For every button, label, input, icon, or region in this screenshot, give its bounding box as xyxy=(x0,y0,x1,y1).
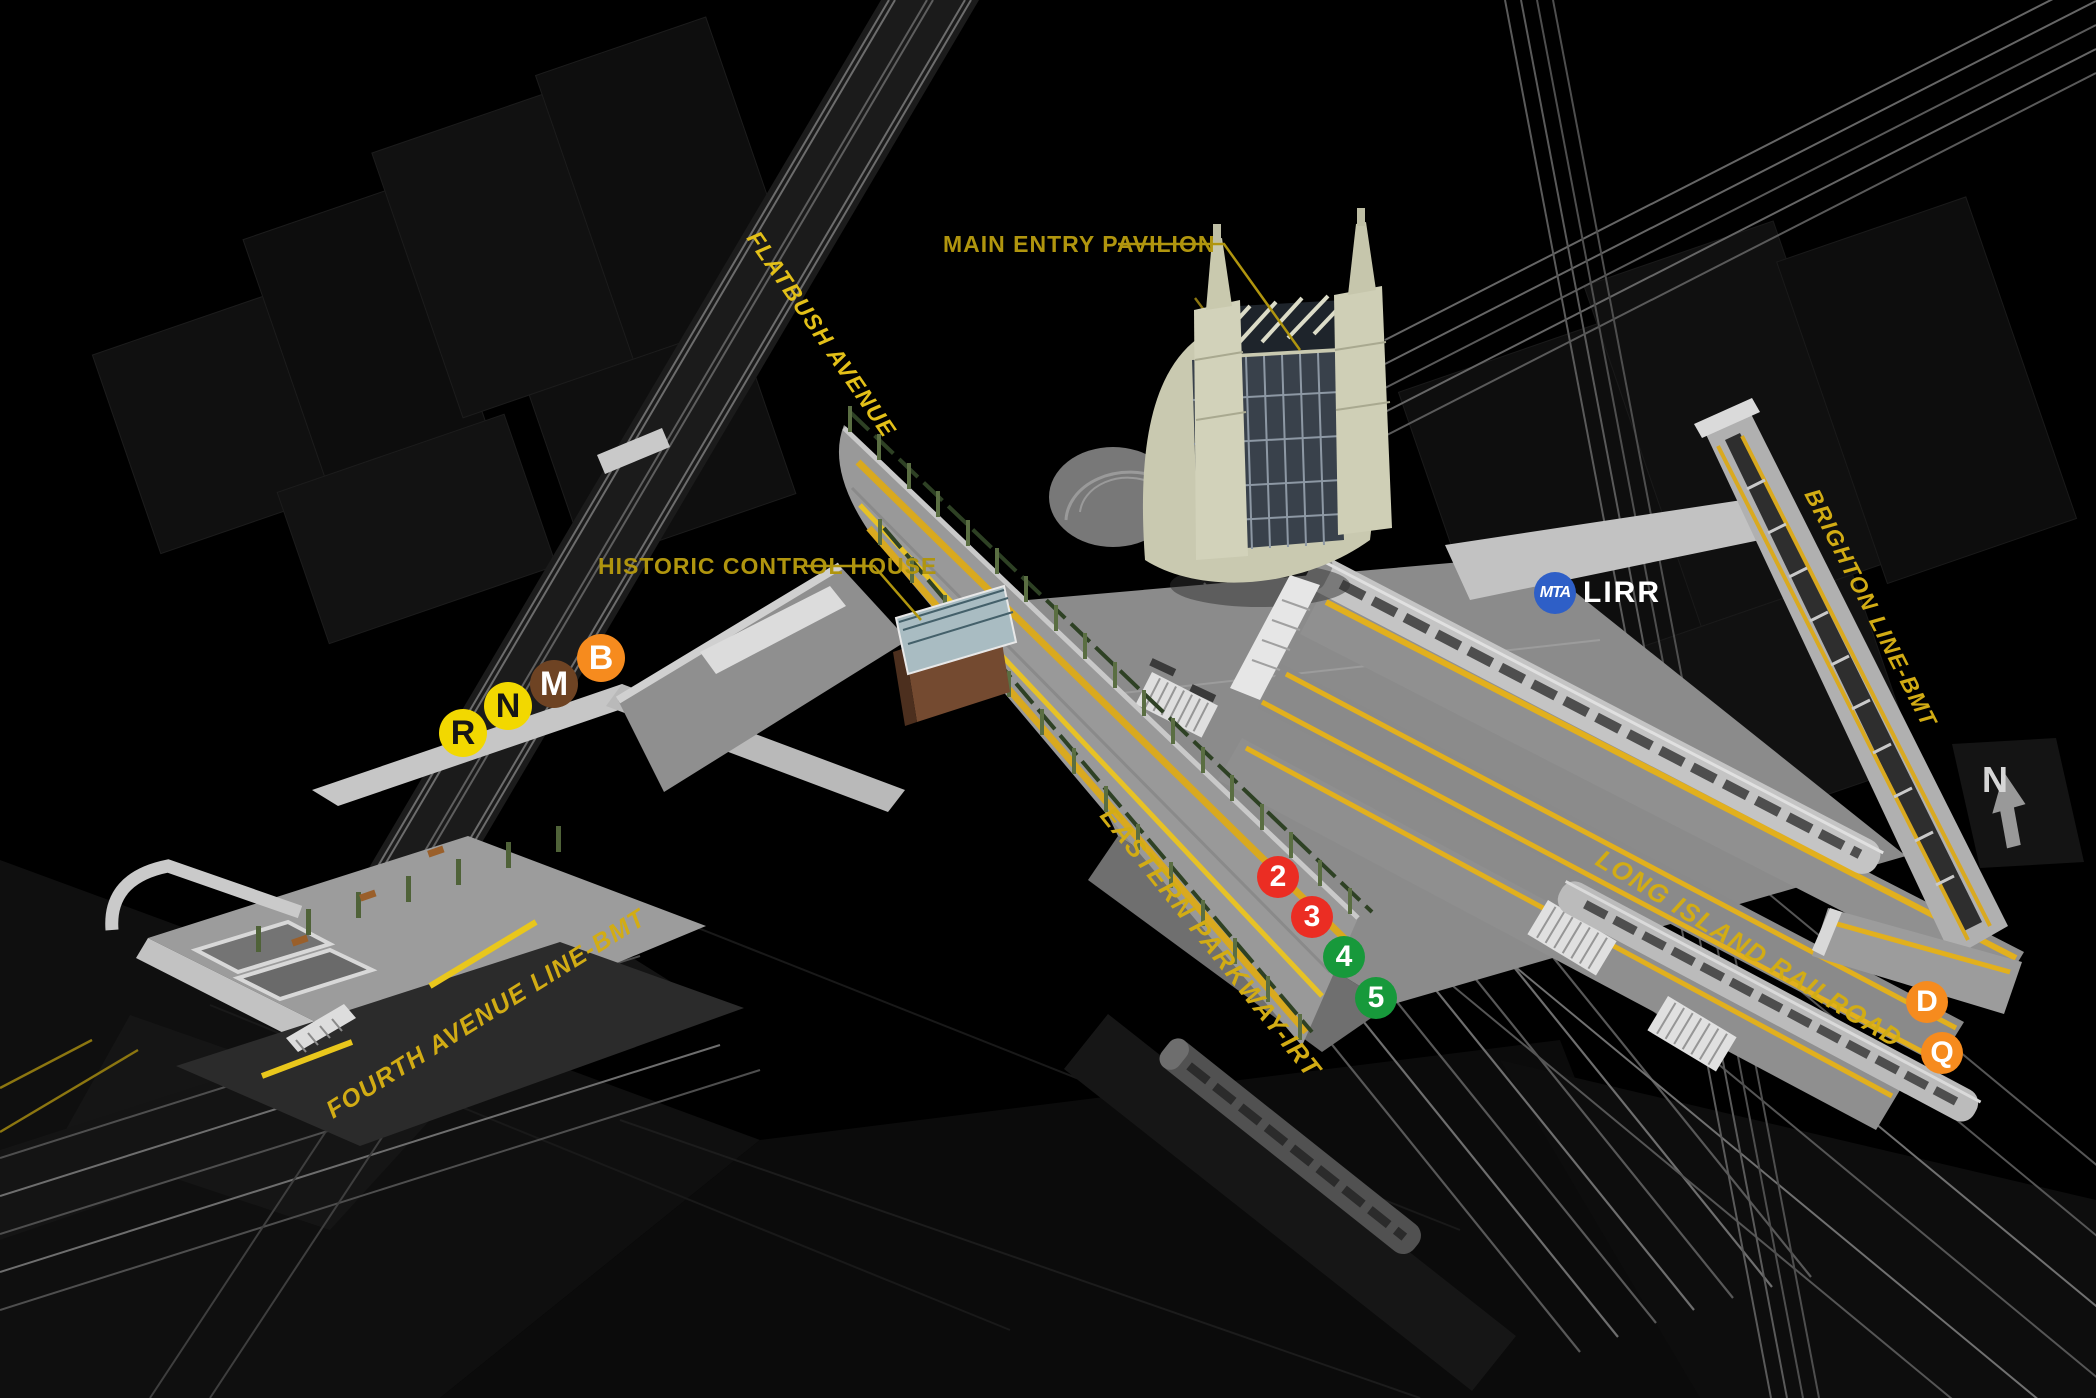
route-bullet-D: D xyxy=(1906,981,1948,1023)
route-bullet-N: N xyxy=(484,682,532,730)
route-bullet-2: 2 xyxy=(1257,856,1299,898)
control-house-leader-line xyxy=(806,564,922,621)
stair-bank-columns-upper xyxy=(848,406,1352,914)
label-historic-control-house: HISTORIC CONTROL HOUSE xyxy=(598,553,937,579)
historic-control-house xyxy=(893,584,1018,726)
platform-edge-yellow xyxy=(260,1039,354,1079)
north-arrow-icon xyxy=(1992,772,2026,849)
compass-north-label: N xyxy=(1982,759,2009,800)
lirr-label: LIRR xyxy=(1583,576,1661,609)
station-benches xyxy=(291,845,445,947)
route-bullet-5: 5 xyxy=(1355,977,1397,1019)
brighton-lower-platform xyxy=(1812,908,2022,1014)
route-bullet-4: 4 xyxy=(1323,936,1365,978)
pavilion-leader-line xyxy=(1118,242,1302,351)
platform-staircase xyxy=(1647,996,1737,1072)
subway-train-bottom xyxy=(1064,1014,1516,1391)
mezzanine-walkway xyxy=(597,428,908,792)
lirr-platforms xyxy=(1218,555,2024,1130)
lirr-train-lower xyxy=(1557,880,1982,1122)
street-lines-northeast xyxy=(1384,0,2096,437)
label-main-entry-pavilion: MAIN ENTRY PAVILION xyxy=(943,231,1215,257)
platform-edge-yellow xyxy=(428,919,538,989)
pavilion-left-tower xyxy=(1194,224,1248,560)
stair-bank-columns-lower xyxy=(878,519,1302,1040)
station-track-cut xyxy=(176,942,744,1146)
brighton-line-platform xyxy=(1445,398,2022,1014)
brighton-stair-ticks xyxy=(1746,478,1955,887)
main-entry-pavilion xyxy=(1049,208,1392,700)
compass: N xyxy=(1952,738,2084,868)
callout-leader-lines xyxy=(806,242,1302,621)
pavilion-stair xyxy=(1230,575,1320,700)
pavilion-right-tower xyxy=(1334,208,1392,535)
grand-stair-bank xyxy=(838,406,1374,1046)
mta-lirr-badge: MTA LIRR xyxy=(1534,572,1661,614)
route-bullet-B: B xyxy=(577,634,625,682)
route-bullet-M: M xyxy=(530,660,578,708)
station-escalator xyxy=(286,1004,356,1053)
route-bullet-Q: Q xyxy=(1921,1032,1963,1074)
route-bullet-3: 3 xyxy=(1291,896,1333,938)
station-columns xyxy=(256,826,561,952)
platform-staircase xyxy=(1527,900,1617,976)
mta-logo-icon: MTA xyxy=(1534,572,1576,614)
route-bullet-R: R xyxy=(439,709,487,757)
